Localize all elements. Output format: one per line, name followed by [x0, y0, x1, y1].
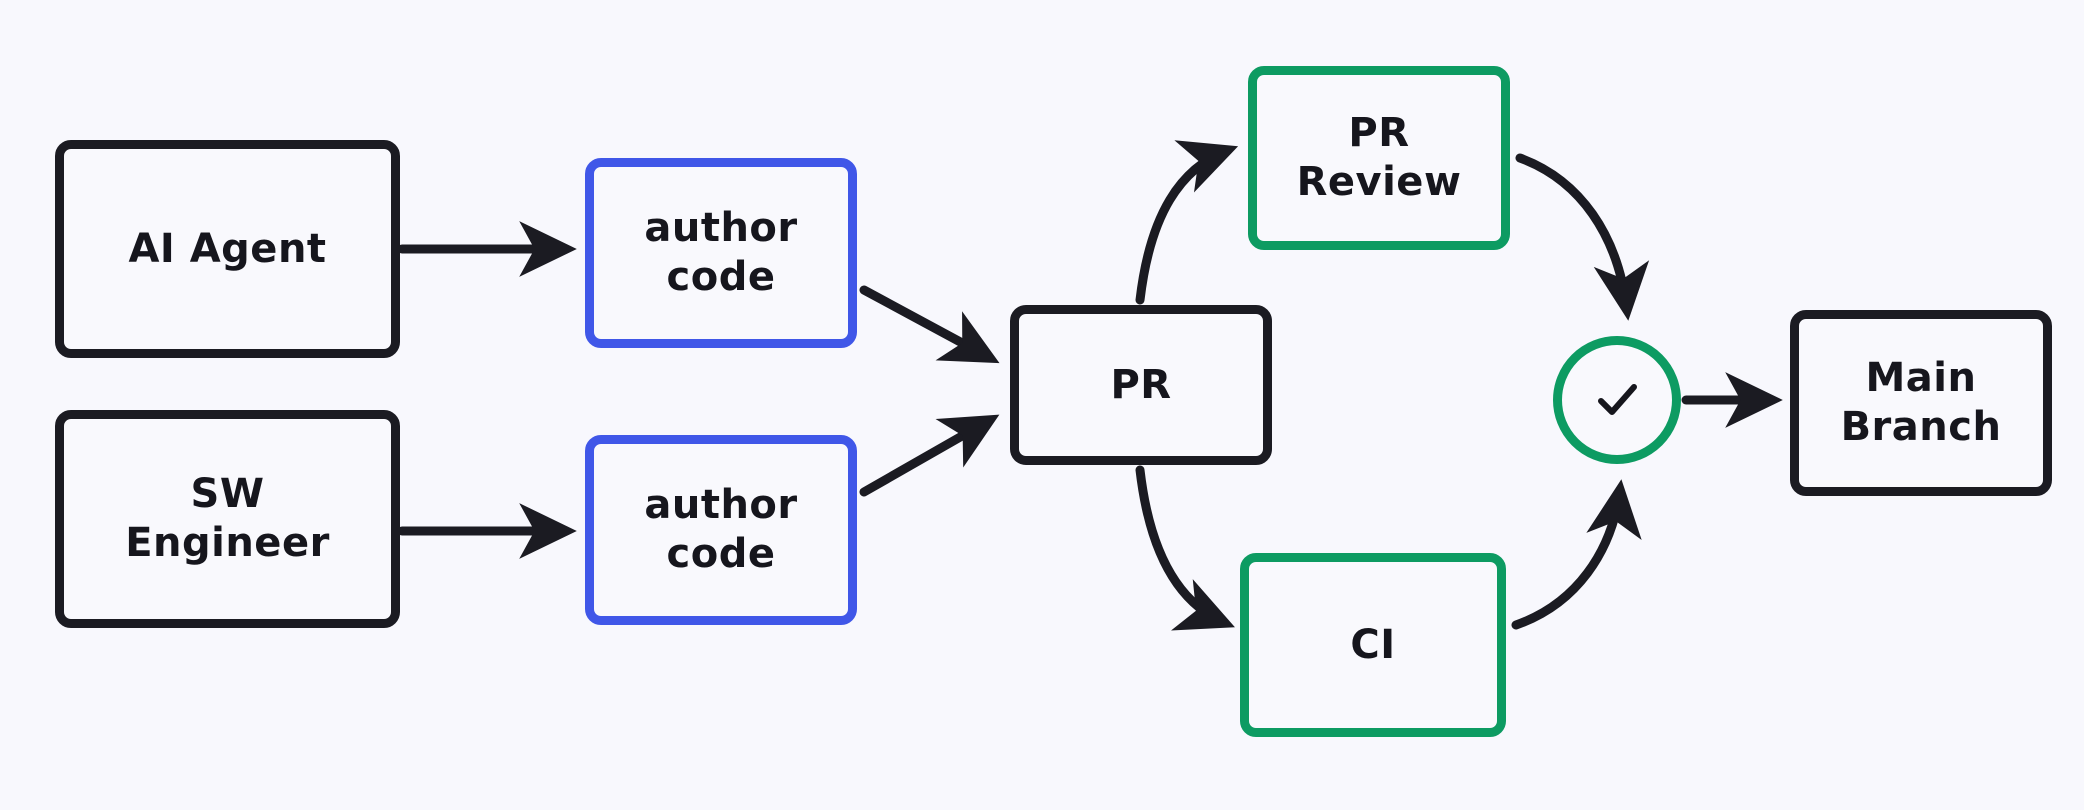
node-pr[interactable]: PR	[1010, 305, 1272, 465]
node-main-branch-label: Main Branch	[1840, 355, 2002, 450]
node-author-code-top[interactable]: author code	[585, 158, 857, 348]
node-sw-engineer-label: SW Engineer	[125, 471, 330, 566]
edge-pr-to-pr-review	[1135, 140, 1239, 305]
node-pr-label: PR	[1110, 361, 1172, 408]
node-author-code-top-label: author code	[644, 205, 798, 300]
edge-author-code-top-to-pr	[859, 285, 1000, 364]
edge-ci-to-check	[1511, 479, 1642, 630]
node-ci-label: CI	[1350, 621, 1396, 668]
node-sw-engineer[interactable]: SW Engineer	[55, 410, 400, 628]
node-pr-review[interactable]: PR Review	[1248, 66, 1510, 250]
node-main-branch[interactable]: Main Branch	[1790, 310, 2052, 496]
node-ai-agent-label: AI Agent	[128, 225, 327, 272]
edge-pr-review-to-check	[1515, 153, 1650, 321]
node-ci[interactable]: CI	[1240, 553, 1506, 737]
check-icon	[1587, 370, 1647, 430]
node-pr-review-label: PR Review	[1296, 110, 1462, 205]
node-author-code-bottom-label: author code	[644, 482, 798, 577]
node-ai-agent[interactable]: AI Agent	[55, 140, 400, 358]
edge-pr-to-ci	[1135, 465, 1235, 631]
edge-author-code-bottom-to-pr	[859, 414, 1000, 497]
node-author-code-bottom[interactable]: author code	[585, 435, 857, 625]
node-merge-check[interactable]	[1553, 336, 1681, 464]
